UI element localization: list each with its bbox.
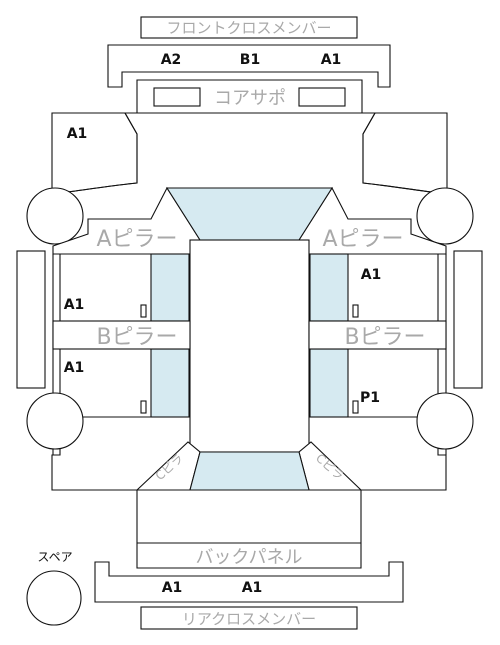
front-cross-member-bracket: [107, 44, 391, 88]
rear-window: [189, 451, 310, 491]
grade-front-cross-member-center: B1: [240, 52, 260, 68]
core-support-left-slot: [153, 87, 201, 107]
rear-right-door-handle: [352, 400, 359, 414]
b-pillar-right: [308, 320, 447, 350]
grade-rear-cross-member-right: A1: [242, 580, 263, 596]
front-right-fender: [362, 112, 448, 194]
rear-left-door-handle: [140, 400, 147, 414]
front-left-door-handle: [140, 304, 147, 318]
front-cross-member-box: [140, 16, 358, 39]
roof: [189, 239, 310, 453]
a-pillar-left-label: Aピラー: [96, 227, 177, 252]
b-pillar-right-label: Bピラー: [344, 325, 425, 350]
a-pillar-right-label: Aピラー: [322, 227, 403, 252]
b-pillar-left: [52, 320, 191, 350]
right-rocker-panel: [453, 250, 483, 389]
spare-tire: [26, 570, 82, 626]
b-pillar-left-label: Bピラー: [96, 325, 177, 350]
grade-front-cross-member-right: A1: [321, 52, 342, 68]
core-support-label: コアサポ: [214, 88, 286, 109]
rear-left-window: [150, 348, 190, 418]
grade-rear-cross-member-left: A1: [162, 580, 183, 596]
front-left-wheel: [26, 187, 84, 245]
front-right-door-handle: [352, 304, 359, 318]
rear-cross-member-box: [140, 606, 358, 630]
rear-right-wheel: [416, 392, 474, 450]
front-cross-member-label: フロントクロスメンバー: [166, 19, 331, 37]
grade-front-left-fender: A1: [67, 126, 88, 142]
front-right-wheel: [416, 187, 474, 245]
rear-cross-member-label: リアクロスメンバー: [182, 610, 316, 628]
front-left-fender: [51, 112, 138, 194]
rear-left-wheel: [26, 392, 84, 450]
grade-front-left-door: A1: [64, 297, 85, 313]
grade-rear-left-door: A1: [64, 360, 85, 376]
grade-front-right-door: A1: [361, 267, 382, 283]
grade-front-cross-member-left: A2: [161, 52, 182, 68]
core-support-right-slot: [298, 87, 346, 107]
spare-label: スペア: [37, 550, 72, 564]
rear-right-window: [309, 348, 349, 418]
front-left-window: [150, 253, 190, 322]
grade-rear-right-door: P1: [360, 390, 380, 406]
front-right-window: [309, 253, 349, 322]
back-panel-label: バックパネル: [195, 547, 302, 568]
rear-cross-member-bracket: [94, 561, 404, 603]
left-rocker-panel: [16, 250, 46, 389]
